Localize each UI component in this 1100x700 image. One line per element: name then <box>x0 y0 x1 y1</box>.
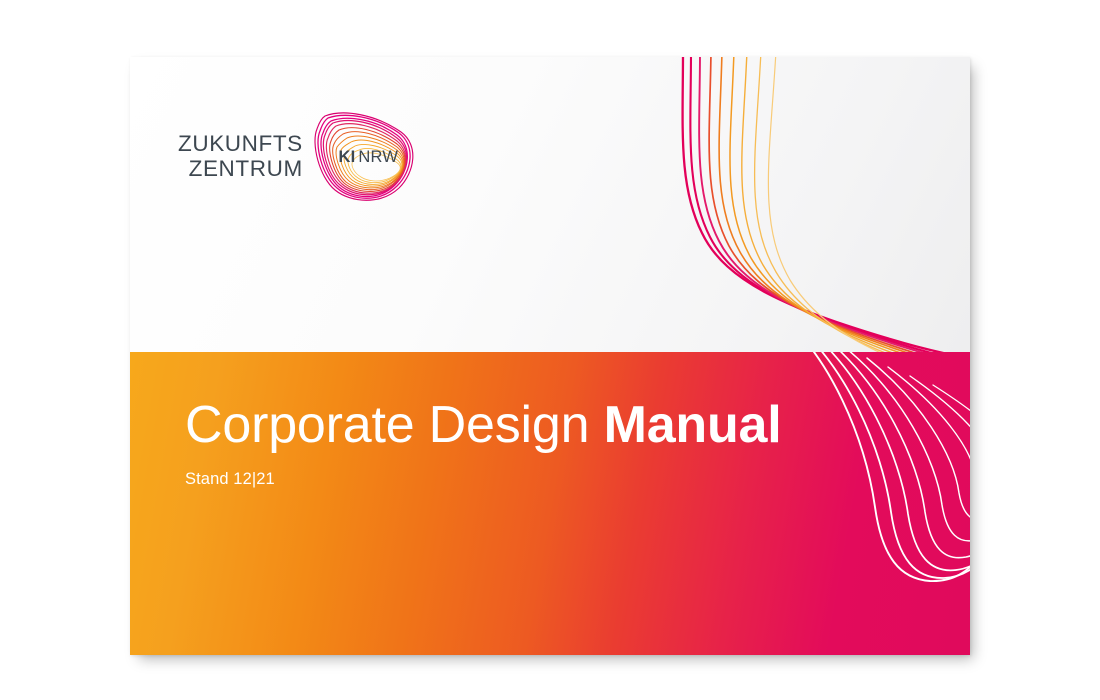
page-title-bold: Manual <box>603 396 782 454</box>
logo-wordmark-line1: ZUKUNFTS <box>178 130 303 156</box>
ki-nrw-mark-icon: KI NRW <box>309 105 419 209</box>
logo-wordmark: ZUKUNFTS ZENTRUM <box>178 131 303 184</box>
page-title-light: Corporate Design <box>185 396 604 454</box>
page-title: Corporate Design Manual <box>185 397 885 453</box>
logo-wordmark-line2: ZENTRUM <box>188 156 303 181</box>
logo-mark-ki: KI <box>338 147 356 166</box>
cover-headline-block: Corporate Design Manual Stand 12|21 <box>185 397 885 489</box>
logo-mark-nrw: NRW <box>358 147 399 166</box>
page-subtitle: Stand 12|21 <box>185 470 275 488</box>
rounded-triangle-swarm-icon <box>314 112 414 201</box>
ki-nrw-label: KI NRW <box>309 105 419 209</box>
logo: ZUKUNFTS ZENTRUM <box>178 109 419 205</box>
cover-page: ZUKUNFTS ZENTRUM <box>130 57 970 655</box>
